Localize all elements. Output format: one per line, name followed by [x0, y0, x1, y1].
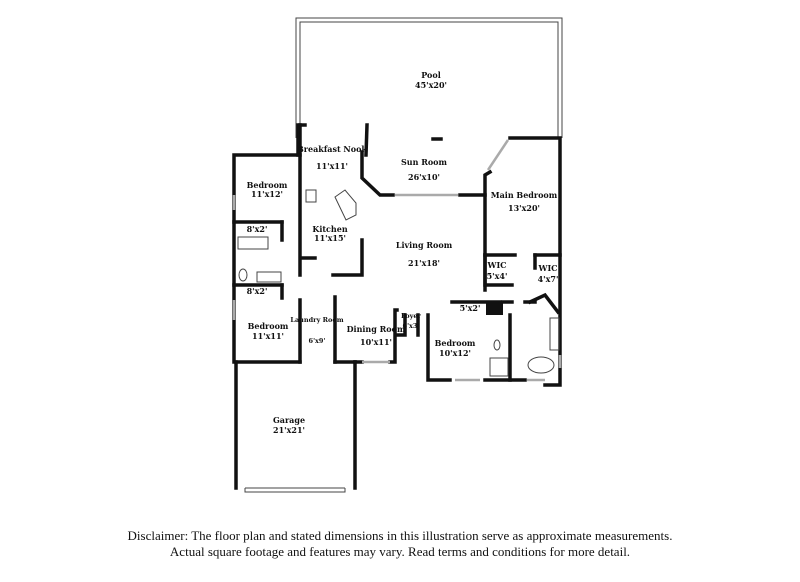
room-dims: 5'x4'	[487, 271, 508, 281]
room-dims: 6'x3'	[403, 322, 420, 330]
room-name: Bedroom	[247, 180, 288, 190]
room-dims: 21'x18'	[408, 258, 440, 268]
room-dims: 45'x20'	[415, 80, 447, 90]
range	[305, 189, 317, 203]
room-dims: 13'x20'	[508, 203, 540, 213]
room-dims: 11'x11'	[252, 331, 284, 341]
bathtub	[237, 236, 269, 250]
room-dims: 5'x2'	[460, 303, 481, 313]
room-dims: 21'x21'	[273, 425, 305, 435]
room-dims: 8'x2'	[247, 286, 268, 296]
room-dims: 4'x7'	[538, 274, 559, 284]
room-name: Sun Room	[401, 157, 448, 167]
room-name: Living Room	[396, 240, 453, 250]
kitchen-island	[334, 189, 357, 221]
room-name: Bedroom	[435, 338, 476, 348]
room-name: Kitchen	[312, 224, 347, 234]
room-name: Garage	[273, 415, 305, 425]
windows	[232, 139, 562, 493]
room-name: Main Bedroom	[491, 190, 558, 200]
bathtub	[527, 356, 555, 374]
room-dims: 11'x12'	[251, 189, 283, 199]
room-dims: 11'x11'	[316, 161, 348, 171]
vanity	[549, 317, 560, 351]
shower	[489, 357, 509, 377]
toilet	[238, 268, 248, 282]
disclaimer-line-2: Actual square footage and features may v…	[169, 544, 631, 559]
room-dims: 26'x10'	[408, 172, 440, 182]
room-dims: 10'x12'	[439, 348, 471, 358]
pool-outline	[295, 17, 563, 141]
room-name: Dining Room	[347, 324, 406, 334]
room-name: Foyer	[401, 312, 422, 320]
room-dims: 11'x15'	[314, 233, 346, 243]
room-name: Pool	[421, 70, 441, 80]
walls	[232, 123, 562, 490]
room-dims: 10'x11'	[360, 337, 392, 347]
toilet	[493, 339, 501, 351]
disclaimer-line-1: Disclaimer: The floor plan and stated di…	[127, 528, 673, 543]
room-labels: Pool 45'x20' Breakfast Nook 11'x11' Sun …	[247, 70, 559, 435]
room-name: WIC	[537, 263, 557, 273]
room-dims: 8'x2'	[247, 224, 268, 234]
room-name: WIC	[486, 260, 506, 270]
room-name: Laundry Room	[290, 316, 343, 324]
fixtures	[237, 189, 560, 377]
sink	[256, 271, 282, 283]
room-dims: 6'x9'	[309, 337, 326, 345]
room-name: Bedroom	[248, 321, 289, 331]
room-name: Breakfast Nook	[297, 144, 367, 154]
column	[486, 301, 503, 315]
